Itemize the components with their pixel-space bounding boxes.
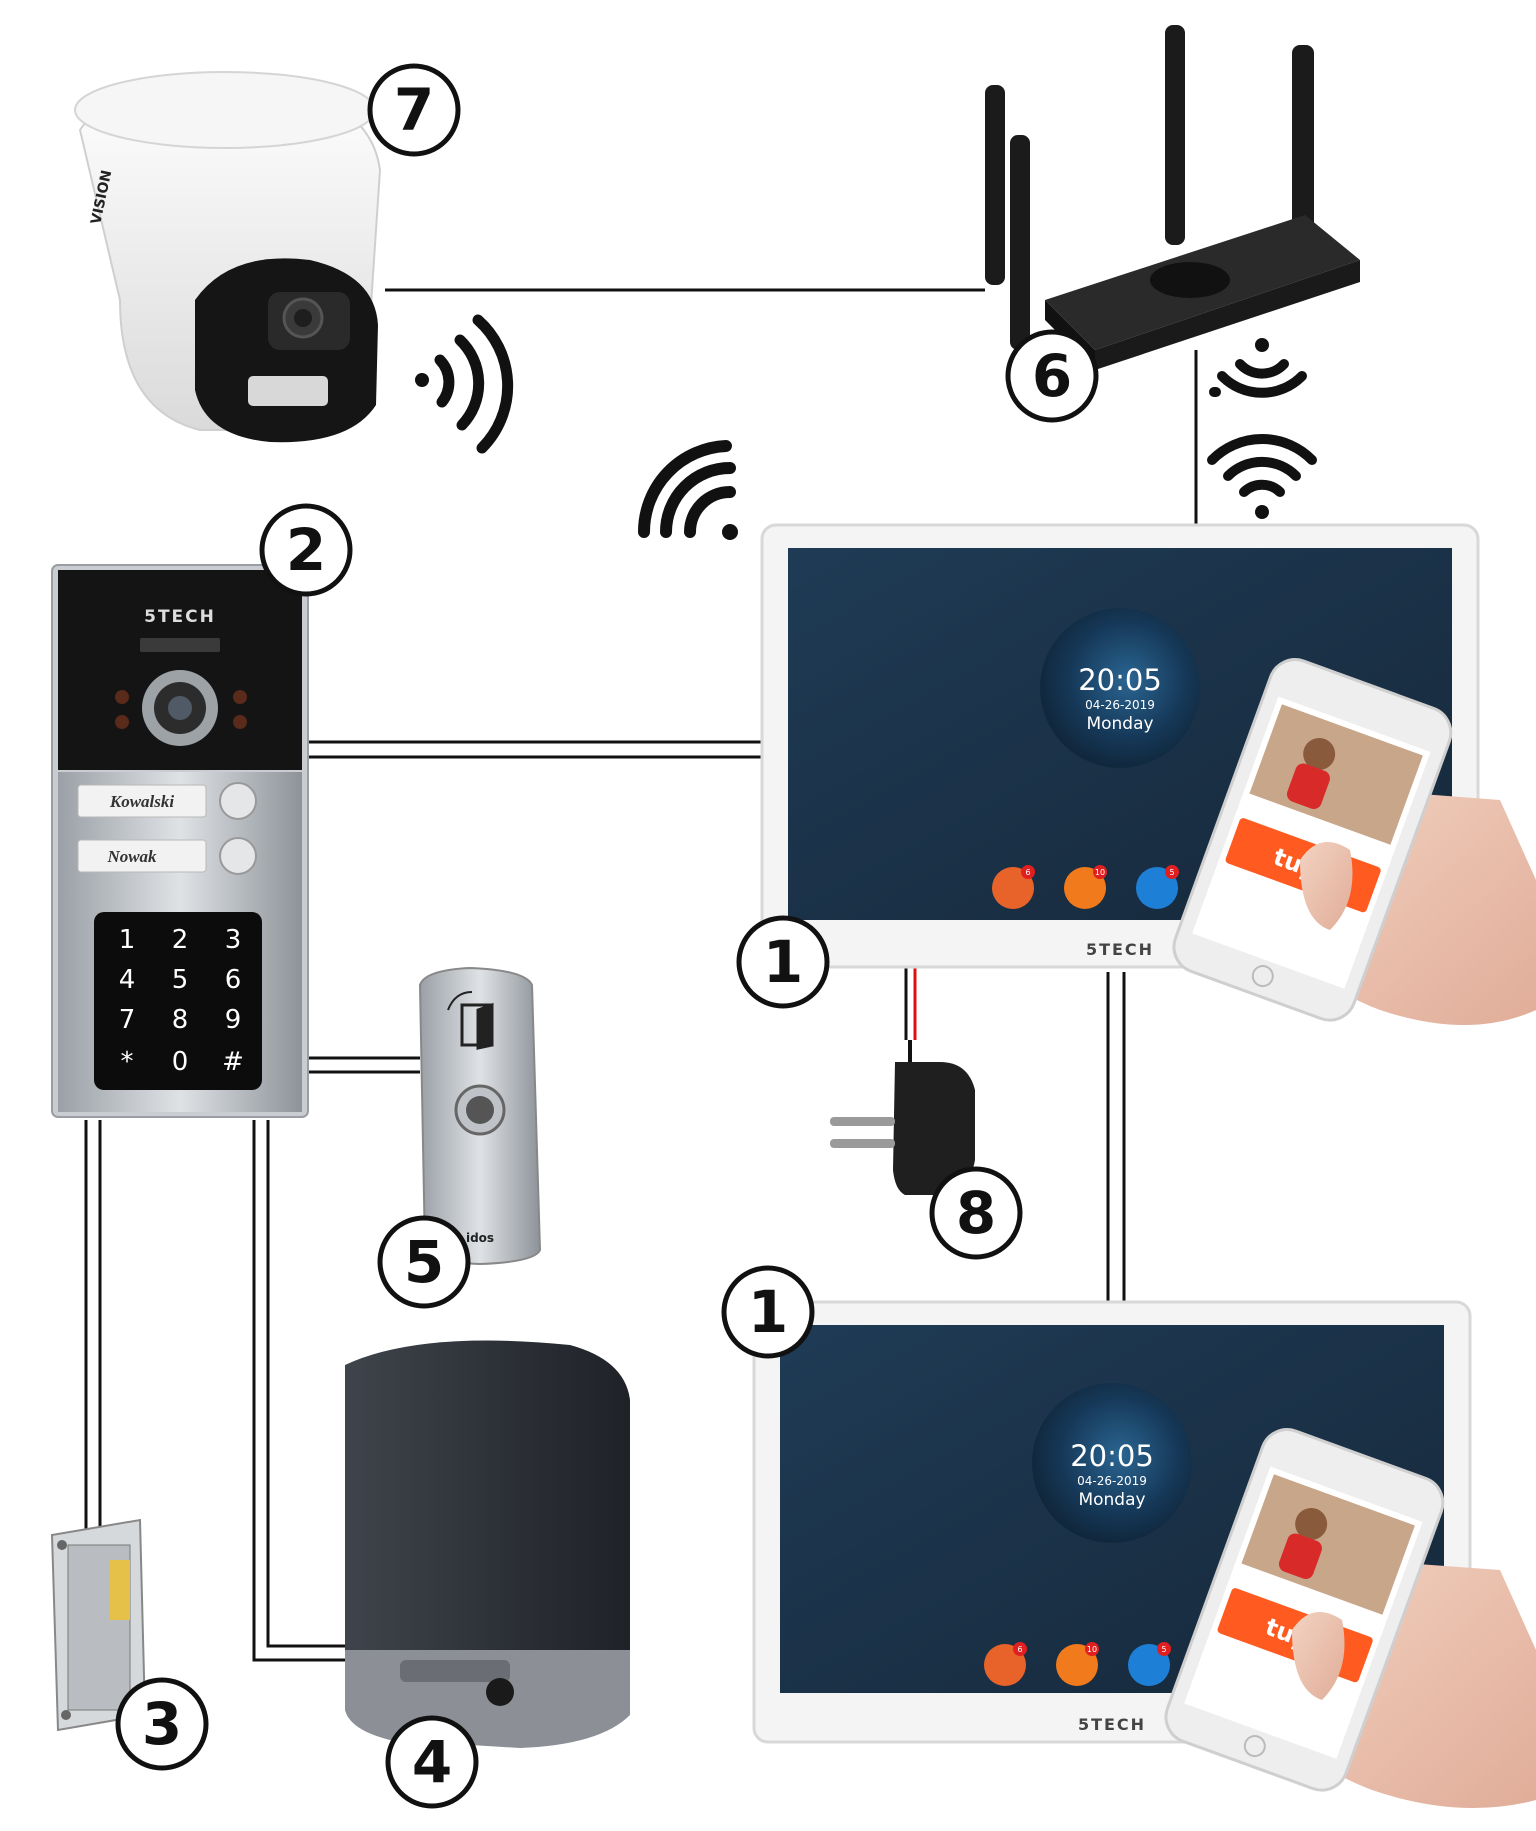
badge-router: 6 (1005, 329, 1099, 423)
gate-motor (345, 1340, 630, 1748)
monitor-top-date: 04-26-2019 (1085, 698, 1155, 712)
wire-door-motor-a (252, 1120, 345, 1662)
key-1[interactable]: 1 (119, 925, 136, 955)
call-icon-badge: 6 (1025, 868, 1030, 877)
monitor-top-time: 20:05 (1078, 663, 1162, 697)
exit-button-brand: idos (466, 1231, 494, 1245)
wifi-icon (1207, 433, 1317, 519)
name-tag-1: Kowalski (109, 792, 175, 811)
ip-camera: VISION (74, 71, 382, 443)
badge-electric-strike-label: 3 (142, 1690, 182, 1758)
badge-exit-button-label: 5 (404, 1228, 444, 1296)
motion-icon[interactable] (1128, 1644, 1170, 1686)
badge-power-supply-label: 8 (956, 1179, 996, 1247)
keypad-keys: 1 2 3 4 5 6 7 8 9 * 0 # (119, 925, 244, 1077)
badge-router-label: 6 (1032, 342, 1072, 410)
door-exit-icon (447, 991, 494, 1050)
keypad[interactable] (94, 912, 262, 1090)
key-7[interactable]: 7 (119, 1005, 136, 1035)
key-0[interactable]: 0 (172, 1047, 189, 1077)
key-hash[interactable]: # (222, 1047, 244, 1077)
message-icon[interactable] (1056, 1644, 1098, 1686)
monitor-top-brand: 5TECH (1086, 940, 1154, 959)
electric-strike (50, 1518, 147, 1732)
badge-gate-motor: 4 (385, 1715, 479, 1809)
name-tag-button-1[interactable] (77, 784, 207, 818)
badge-monitor-bottom: 1 (721, 1265, 815, 1359)
router (985, 25, 1360, 370)
door-station: 5TECH Kowalski Nowak 1 2 3 4 5 6 7 8 9 * (51, 564, 309, 1118)
key-4[interactable]: 4 (119, 965, 136, 995)
badge-ip-camera: 7 (367, 63, 461, 157)
message-icon-badge: 10 (1087, 1645, 1097, 1654)
key-6[interactable]: 6 (225, 965, 242, 995)
wifi-quarter-icon (637, 440, 738, 540)
name-tag-2: Nowak (106, 847, 157, 866)
key-3[interactable]: 3 (225, 925, 242, 955)
badge-door-station: 2 (259, 503, 353, 597)
call-button-2[interactable] (219, 837, 257, 875)
phone-top: tuya (1172, 658, 1536, 1025)
badge-monitor-bottom-label: 1 (748, 1278, 788, 1346)
key-9[interactable]: 9 (225, 1005, 242, 1035)
monitor-bottom-brand: 5TECH (1078, 1715, 1146, 1734)
motion-icon[interactable] (1136, 867, 1178, 909)
key-8[interactable]: 8 (172, 1005, 189, 1035)
number-badges: 7 6 2 1 8 5 1 3 (115, 63, 1099, 1809)
badge-ip-camera-label: 7 (394, 76, 434, 144)
badge-exit-button: 5 (377, 1215, 471, 1309)
call-icon-badge: 6 (1017, 1645, 1022, 1654)
monitor-bottom-date: 04-26-2019 (1077, 1474, 1147, 1488)
wifi-waves-camera-icon (415, 314, 514, 454)
key-star[interactable]: * (121, 1047, 134, 1077)
power-cable (904, 962, 917, 1068)
key-2[interactable]: 2 (172, 925, 189, 955)
wiring (84, 288, 1198, 1662)
phone-bottom: tuya (1164, 1428, 1536, 1808)
badge-power-supply: 8 (929, 1166, 1023, 1260)
badge-electric-strike: 3 (115, 1677, 209, 1771)
motion-icon-badge: 5 (1161, 1645, 1166, 1654)
monitor-bottom-day: Monday (1078, 1490, 1145, 1510)
key-5[interactable]: 5 (172, 965, 189, 995)
door-station-brand: 5TECH (144, 607, 216, 627)
call-button-1[interactable] (219, 782, 257, 820)
badge-door-station-label: 2 (286, 516, 326, 584)
call-icon[interactable] (984, 1644, 1026, 1686)
motion-icon-badge: 5 (1169, 868, 1174, 877)
badge-gate-motor-label: 4 (412, 1728, 452, 1796)
badge-monitor-top-label: 1 (763, 928, 803, 996)
monitor-top-day: Monday (1086, 714, 1153, 734)
wifi-waves-router-icon (1209, 338, 1307, 398)
monitor-bottom-time: 20:05 (1070, 1439, 1154, 1473)
wire-door-motor-b (266, 1120, 345, 1648)
power-supply (830, 1062, 975, 1195)
message-icon[interactable] (1064, 867, 1106, 909)
message-icon-badge: 10 (1095, 868, 1105, 877)
name-tag-button-2[interactable] (77, 839, 207, 873)
call-icon[interactable] (992, 867, 1034, 909)
badge-monitor-top: 1 (736, 915, 830, 1009)
